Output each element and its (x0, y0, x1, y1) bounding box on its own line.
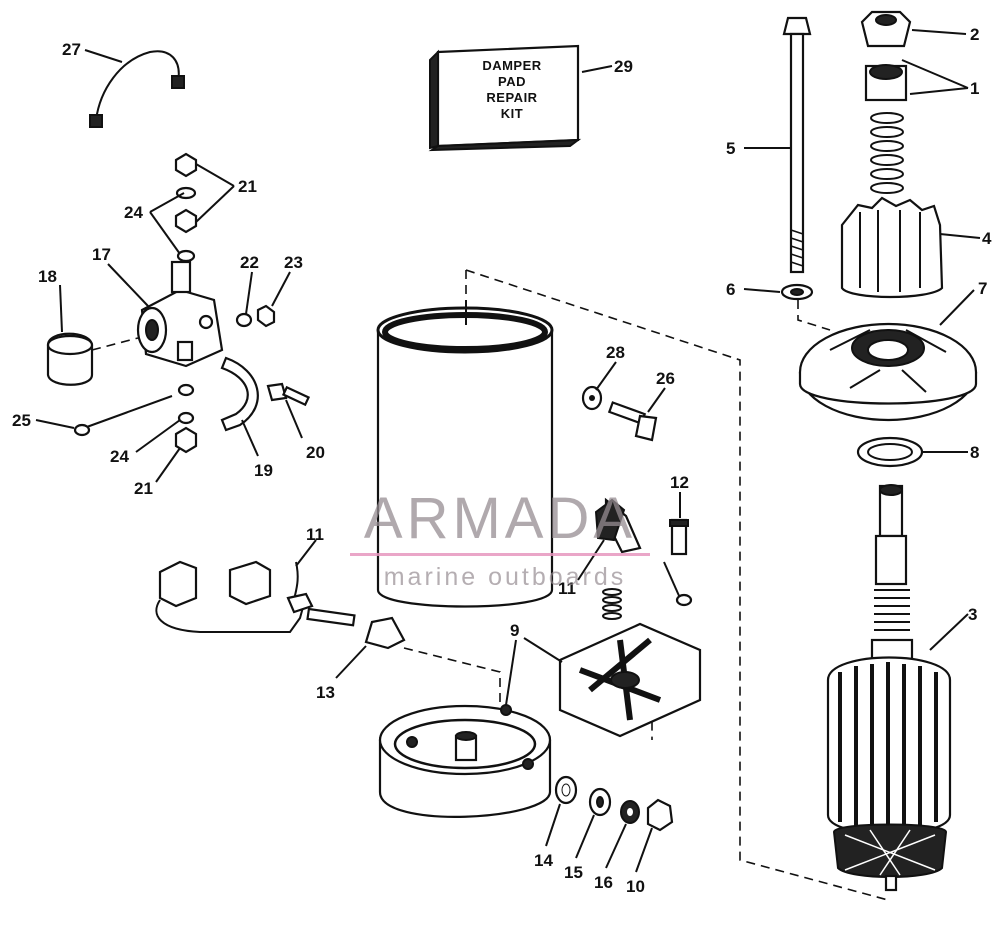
solenoid-boot-part (46, 332, 94, 386)
kit-label-line-2: PAD (498, 74, 526, 89)
bolt-26-part (607, 401, 658, 442)
callout-1: 1 (970, 79, 979, 98)
callout-20: 20 (306, 443, 325, 462)
callout-22: 22 (240, 253, 259, 272)
mounting-bracket-part (220, 356, 259, 432)
kit-label-line-1: DAMPER (482, 58, 541, 73)
callout-24-upper: 24 (124, 203, 143, 222)
bracket-bolt-part (266, 382, 311, 407)
brush-spring-and-brush-part (594, 497, 693, 620)
callout-12: 12 (670, 473, 689, 492)
kit-label-line-3: REPAIR (486, 90, 537, 105)
callout-19: 19 (254, 461, 273, 480)
ground-cable-part (89, 50, 185, 128)
watermark-brand: ARMADA (363, 486, 637, 551)
callout-leader-lines (35, 29, 981, 873)
watermark-tagline: marine outboards (383, 563, 627, 591)
callout-17: 17 (92, 245, 111, 264)
kit-label-line-4: KIT (501, 106, 523, 121)
callout-10: 10 (626, 877, 645, 896)
callout-14: 14 (534, 851, 553, 870)
damper-pad-repair-kit-box: DAMPER PAD REPAIR KIT (428, 44, 582, 152)
callout-25: 25 (12, 411, 31, 430)
solenoid-part (136, 260, 224, 368)
callout-15: 15 (564, 863, 583, 882)
through-bolt-part (782, 16, 812, 274)
drive-end-cap-part (798, 322, 978, 422)
terminal-hardware-stack (554, 775, 674, 832)
armature-part (826, 484, 952, 892)
callout-9: 9 (510, 621, 519, 640)
callout-24-lower: 24 (110, 447, 129, 466)
watermark-divider (350, 553, 650, 556)
callout-27: 27 (62, 40, 81, 59)
callout-23: 23 (284, 253, 303, 272)
callout-2: 2 (970, 25, 979, 44)
nuts-and-washers-stack (174, 152, 276, 454)
callout-28: 28 (606, 343, 625, 362)
callout-26: 26 (656, 369, 675, 388)
commutator-end-cap-part (378, 704, 552, 818)
callout-13: 13 (316, 683, 335, 702)
field-frame-part (376, 300, 554, 608)
callout-29: 29 (614, 57, 633, 76)
callout-numbers: 27 29 2 1 5 4 21 24 18 17 22 23 6 7 28 2… (12, 25, 992, 896)
brush-holder-part (364, 616, 406, 650)
callout-5: 5 (726, 139, 735, 158)
callout-21-lower: 21 (134, 479, 153, 498)
callout-16: 16 (594, 873, 613, 892)
battery-lead-part (73, 395, 173, 437)
callout-18: 18 (38, 267, 57, 286)
callout-8: 8 (970, 443, 979, 462)
assembly-guide-line (465, 269, 889, 901)
callout-4: 4 (982, 229, 992, 248)
brush-plate-part (558, 622, 702, 738)
callout-21-upper: 21 (238, 177, 257, 196)
callout-3: 3 (968, 605, 977, 624)
callout-6: 6 (726, 280, 735, 299)
callout-7: 7 (978, 279, 987, 298)
brush-set-part (155, 560, 356, 633)
callout-11-right: 11 (558, 579, 576, 598)
callout-11-left: 11 (306, 525, 324, 544)
pinion-assembly-part (840, 10, 944, 299)
